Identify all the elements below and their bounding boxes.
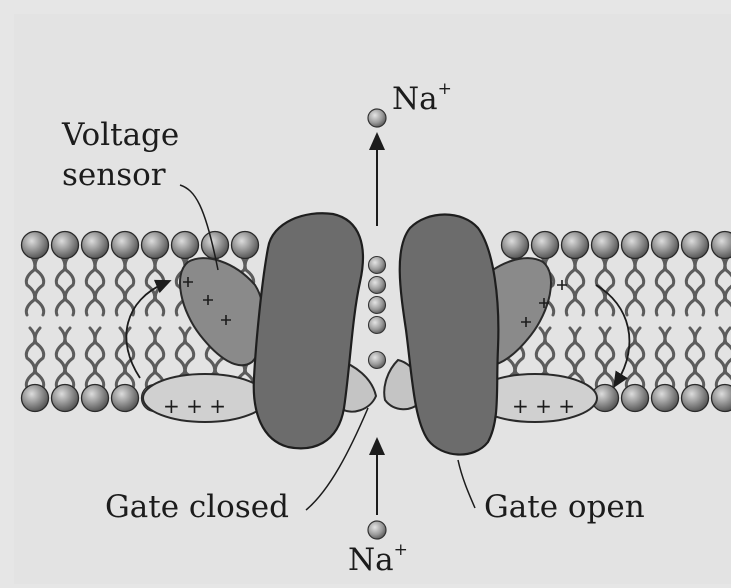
lipid-head-upper: [232, 232, 259, 259]
ion-label-bottom: Na+: [348, 545, 408, 576]
ion-label-top: Na+: [392, 84, 452, 115]
pore-ion: [369, 352, 386, 369]
lipid-head-lower: [22, 385, 49, 412]
gate-charges-right: + + +: [512, 396, 575, 416]
lipid-head-lower: [652, 385, 679, 412]
pore-ion: [369, 297, 386, 314]
lipid-head-upper: [112, 232, 139, 259]
voltage-sensor-label-line1: Voltage: [62, 120, 179, 151]
lipid-head-upper: [22, 232, 49, 259]
lipid-head-upper: [562, 232, 589, 259]
lipid-head-upper: [532, 232, 559, 259]
gate-closed-label: Gate closed: [105, 492, 289, 523]
lipid-head-lower: [622, 385, 649, 412]
lipid-head-upper: [652, 232, 679, 259]
lipid-head-lower: [52, 385, 79, 412]
gate-charges-left: + + +: [163, 396, 226, 416]
lipid-head-upper: [622, 232, 649, 259]
lipid-head-lower: [112, 385, 139, 412]
lipid-head-lower: [682, 385, 709, 412]
lipid-head-upper: [502, 232, 529, 259]
ion-symbol-top: Na: [392, 81, 438, 117]
lipid-head-upper: [142, 232, 169, 259]
lipid-head-upper: [682, 232, 709, 259]
lipid-head-upper: [82, 232, 109, 259]
pore-ion: [369, 257, 386, 274]
lipid-head-upper: [52, 232, 79, 259]
ion-symbol-bottom: Na: [348, 542, 394, 578]
lipid-head-upper: [592, 232, 619, 259]
pore-ion: [369, 317, 386, 334]
gate-open-label: Gate open: [484, 492, 645, 523]
ion-charge-top: +: [438, 79, 452, 99]
ion-bottom: [368, 521, 386, 539]
ion-charge-bottom: +: [394, 540, 408, 560]
voltage-sensor-label-line2: sensor: [62, 160, 166, 191]
pore-ion: [369, 277, 386, 294]
lipid-head-lower: [82, 385, 109, 412]
lipid-head-upper: [172, 232, 199, 259]
ion-top: [368, 109, 386, 127]
